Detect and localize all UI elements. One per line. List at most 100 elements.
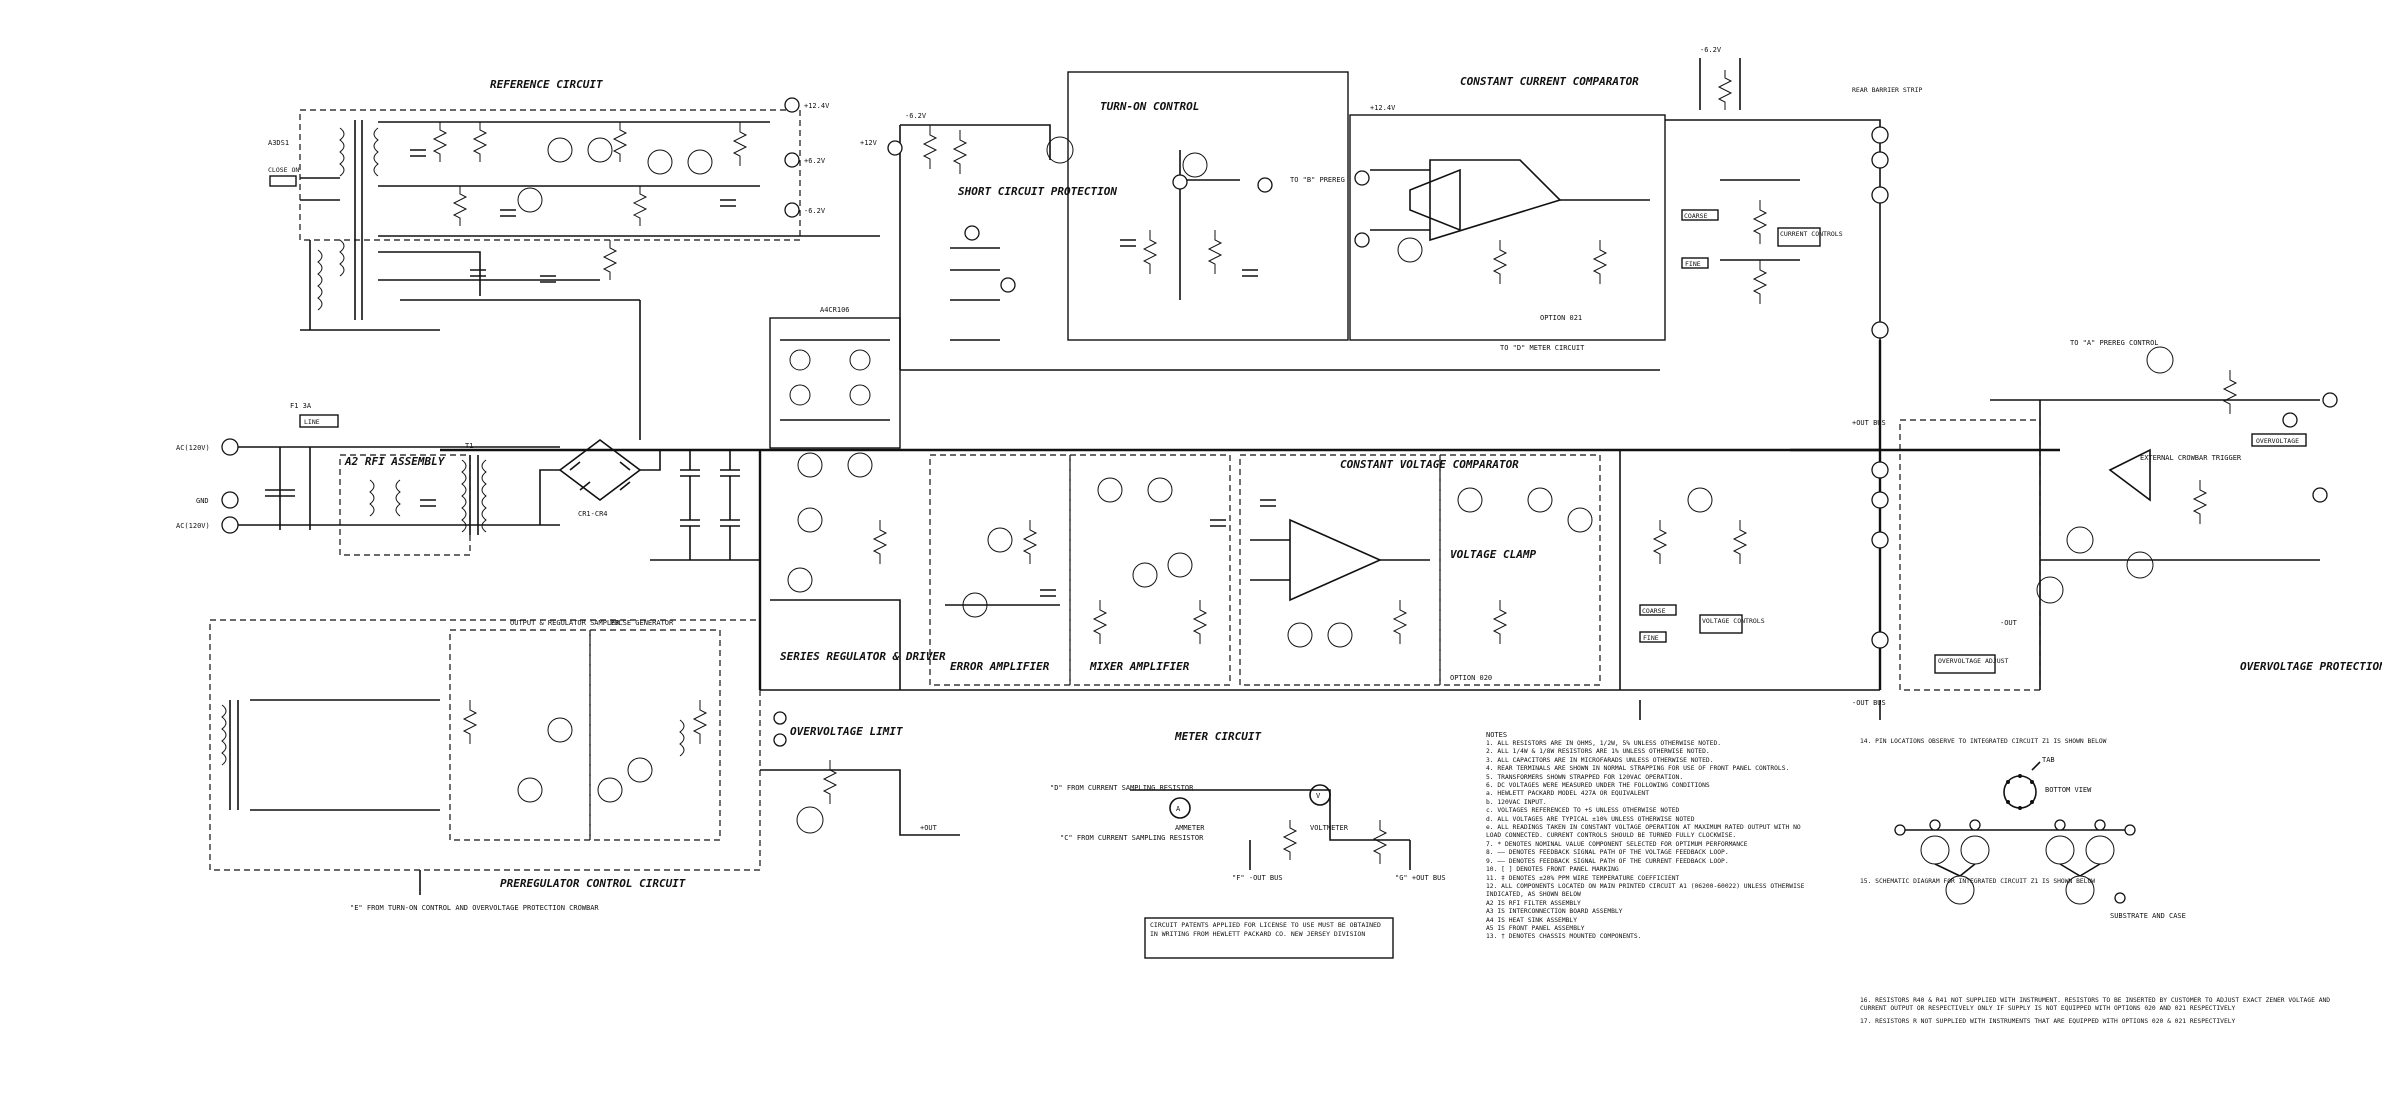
patent-notice: CIRCUIT PATENTS APPLIED FOR LICENSE TO U… — [1144, 917, 1394, 959]
option-021-label: OPTION 021 — [1540, 314, 1582, 322]
notes-right-list: 14. PIN LOCATIONS OBSERVE TO INTEGRATED … — [1860, 738, 2340, 1026]
note-item: c. VOLTAGES REFERENCED TO +S UNLESS OTHE… — [1486, 807, 1680, 815]
ic-pin-diagram: TAB BOTTOM VIEW SUBSTRATE AND CASE — [1894, 756, 2186, 920]
ammeter-label: AMMETER — [1175, 824, 1205, 832]
voltage-clamp: VOLTAGE CLAMP OPTION 020 — [1439, 454, 1601, 686]
svg-text:A4CR106: A4CR106 — [820, 306, 850, 314]
constant-current-label: CONSTANT CURRENT COMPARATOR — [1460, 75, 1639, 88]
svg-text:+6.2V: +6.2V — [804, 157, 826, 165]
svg-text:V: V — [1316, 792, 1321, 800]
meter-circuit-label: METER CIRCUIT — [1174, 730, 1261, 743]
fuse-f1: F1 3A — [290, 402, 312, 410]
to-f-out-label: "F" -OUT BUS — [1232, 874, 1283, 882]
note-item: 1. ALL RESISTORS ARE IN OHMS, 1/2W, 5% U… — [1486, 740, 1722, 747]
note-item: 5. TRANSFORMERS SHOWN STRAPPED FOR 120VA… — [1486, 773, 1684, 781]
note-item: 2. ALL 1/4W & 1/8W RESISTORS ARE 1% UNLE… — [1486, 748, 1710, 756]
bridge-label: CR1-CR4 — [578, 510, 608, 518]
svg-text:+OUT: +OUT — [920, 824, 938, 832]
line-switch-label: LINE — [304, 418, 320, 426]
voltage-controls-label: VOLTAGE CONTROLS — [1702, 617, 1765, 625]
svg-text:A3DS1: A3DS1 — [268, 139, 289, 147]
error-amplifier: ERROR AMPLIFIER — [929, 454, 1071, 686]
fine-bottom-label: FINE — [1643, 634, 1659, 642]
constant-voltage-comparator: CONSTANT VOLTAGE COMPARATOR — [1239, 454, 1519, 686]
meter-circuit: METER CIRCUIT A V "D" FROM CURRENT SAMPL… — [1050, 730, 1446, 882]
fine-top-label: FINE — [1685, 260, 1701, 268]
reference-circuit-section: REFERENCE CIRCUIT — [268, 78, 880, 320]
note-item: 13. † DENOTES CHASSIS MOUNTED COMPONENTS… — [1486, 933, 1642, 941]
pulse-generator-label: PULSE GENERATOR — [610, 619, 674, 627]
meter-from-sampling: "D" FROM CURRENT SAMPLING RESISTOR — [1050, 784, 1194, 792]
svg-text:A: A — [1176, 805, 1181, 813]
rear-barrier-label: REAR BARRIER STRIP — [1852, 86, 1923, 94]
note-right-item: 17. RESISTORS R NOT SUPPLIED WITH INSTRU… — [1860, 1017, 2236, 1025]
note-item: 3. ALL CAPACITORS ARE IN MICROFARADS UNL… — [1486, 756, 1714, 764]
overvoltage-limit-label: OVERVOLTAGE LIMIT — [790, 725, 903, 738]
overvoltage-adjust-label: OVERVOLTAGE ADJUST — [1938, 657, 2009, 665]
reference-circuit-label: REFERENCE CIRCUIT — [490, 78, 603, 91]
ac-hot-input: AC(120V) — [176, 444, 210, 452]
to-d-meter-label: TO "D" METER CIRCUIT — [1500, 344, 1585, 352]
coarse-top-label: COARSE — [1684, 212, 1708, 220]
error-amplifier-label: ERROR AMPLIFIER — [950, 660, 1050, 673]
svg-text:-6.2V: -6.2V — [905, 112, 927, 120]
to-b-preregulator-label: TO "B" PREREG — [1290, 176, 1345, 184]
overvoltage-button — [2251, 433, 2307, 447]
overvoltage-crowbar: OVERVOLTAGE PROTECTION CROWBAR OVERVOLTA… — [1899, 339, 2382, 691]
note-item: 4. REAR TERMINALS ARE SHOWN IN NORMAL ST… — [1486, 765, 1790, 773]
to-g-out-label: "G" +OUT BUS — [1395, 874, 1446, 882]
short-circuit-protection: SHORT CIRCUIT PROTECTION -6.2V +12V — [860, 112, 1117, 370]
overvoltage-crowbar-label: OVERVOLTAGE PROTECTION CROWBAR — [2240, 660, 2382, 673]
patent-notice-text: CIRCUIT PATENTS APPLIED FOR LICENSE TO U… — [1150, 921, 1381, 938]
main-bus-lines — [440, 300, 2320, 720]
ac-input-rfi: AC(120V) GND AC(120V) LINE F1 3A A2 RFI … — [176, 402, 560, 556]
note-item: d. ALL VOLTAGES ARE TYPICAL ±10% UNLESS … — [1486, 815, 1695, 823]
ic-bottom-view-label: BOTTOM VIEW — [2045, 786, 2092, 794]
svg-text:-6.2V: -6.2V — [804, 207, 826, 215]
ac-neutral-input: AC(120V) — [176, 522, 210, 530]
plus-out-bus-label: +OUT BUS — [1852, 419, 1886, 427]
note-right-item: 16. RESISTORS R40 & R41 NOT SUPPLIED WIT… — [1860, 996, 2331, 1013]
svg-text:+12.4V: +12.4V — [804, 102, 830, 110]
preregulator-control: PREREGULATOR CONTROL CIRCUIT OUTPUT & RE… — [209, 619, 761, 912]
to-a-prereg-label: TO "A" PREREG CONTROL — [2070, 339, 2159, 347]
coarse-bottom-label: COARSE — [1642, 607, 1666, 615]
gnd-input: GND — [196, 497, 209, 505]
bias-transformer — [300, 240, 640, 331]
note-item: A5 IS FRONT PANEL ASSEMBLY — [1486, 924, 1585, 932]
voltage-clamp-label: VOLTAGE CLAMP — [1450, 548, 1536, 561]
output-voltage-controls: COARSE FINE VOLTAGE CONTROLS +OUT BUS -O… — [1619, 419, 1889, 707]
turn-on-ref-label: "E" FROM TURN-ON CONTROL AND OVERVOLTAGE… — [350, 904, 599, 912]
note-item: e. ALL READINGS TAKEN IN CONSTANT VOLTAG… — [1486, 824, 1801, 840]
note-item: 11. ‡ DENOTES ±20% PPM WIRE TEMPERATURE … — [1486, 874, 1680, 882]
note-item: A2 IS RFI FILTER ASSEMBLY — [1486, 899, 1581, 907]
overvoltage-limit: OVERVOLTAGE LIMIT +OUT — [760, 711, 960, 836]
constant-current-comparator: CONSTANT CURRENT COMPARATOR OPTION 021 +… — [1349, 75, 1666, 341]
current-controls-label: CURRENT CONTROLS — [1780, 230, 1843, 238]
note-right-item: 15. SCHEMATIC DIAGRAM FOR INTEGRATED CIR… — [1860, 878, 2096, 886]
rear-barrier-section: -6.2V REAR BARRIER STRIP COARSE FINE CUR… — [1500, 46, 1923, 352]
ic-tab-label: TAB — [2042, 756, 2055, 764]
note-item: A3 IS INTERCONNECTION BOARD ASSEMBLY — [1486, 908, 1623, 916]
note-item: A4 IS HEAT SINK ASSEMBLY — [1486, 916, 1577, 924]
note-item: 10. [ ] DENOTES FRONT PANEL MARKING — [1486, 866, 1619, 874]
option-020-label: OPTION 020 — [1450, 674, 1492, 682]
close-on-label: CLOSE ON — [268, 166, 299, 174]
short-circuit-label: SHORT CIRCUIT PROTECTION — [958, 185, 1117, 198]
rectifier-filter: CR1-CR4 — [539, 439, 760, 561]
note-item: 9. —— DENOTES FEEDBACK SIGNAL PATH OF TH… — [1486, 857, 1729, 865]
notes-title: NOTES — [1486, 731, 1507, 739]
note-item: a. HEWLETT PACKARD MODEL 427A OR EQUIVAL… — [1486, 790, 1650, 798]
svg-text:+12.4V: +12.4V — [1370, 104, 1396, 112]
svg-text:-OUT: -OUT — [2000, 619, 2018, 627]
turn-on-control: TURN-ON CONTROL TO "B" PREREG — [1067, 71, 1349, 341]
constant-voltage-label: CONSTANT VOLTAGE COMPARATOR — [1340, 458, 1519, 471]
mixer-amplifier: MIXER AMPLIFIER — [1069, 454, 1231, 686]
note-item: 8. —— DENOTES FEEDBACK SIGNAL PATH OF TH… — [1486, 849, 1729, 857]
mixer-amplifier-label: MIXER AMPLIFIER — [1089, 660, 1190, 673]
series-regulator-driver: A4CR106 SERIES REGULATOR & DRIVER — [769, 306, 946, 690]
svg-text:-6.2V: -6.2V — [1700, 46, 1722, 54]
svg-text:OVERVOLTAGE: OVERVOLTAGE — [2256, 437, 2299, 445]
series-regulator-label: SERIES REGULATOR & DRIVER — [780, 650, 946, 663]
